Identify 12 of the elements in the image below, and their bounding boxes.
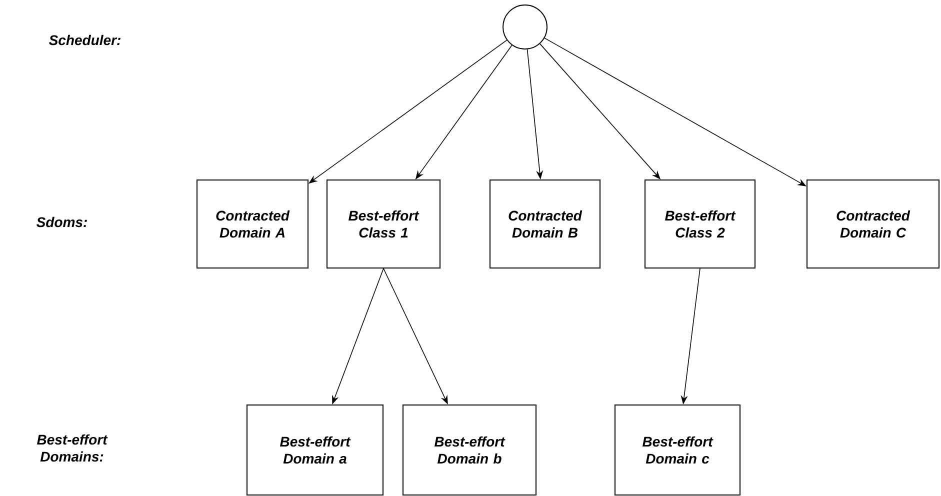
domain-box: Contracted Domain C	[806, 180, 940, 268]
domain-box: Best-effort Domain a	[246, 404, 384, 496]
row-label: Sdoms:	[36, 216, 87, 228]
domain-box: Best-effort Domain c	[614, 404, 740, 496]
domain-box: Contracted Domain B	[490, 180, 600, 268]
domain-box: Best-effort Class 2	[644, 180, 756, 268]
domain-box: Contracted Domain A	[196, 180, 308, 268]
domain-box: Best-effort Domain b	[402, 404, 536, 496]
scheduler-circle	[502, 4, 548, 50]
domain-box: Best-effort Class 1	[326, 180, 440, 268]
row-label: Scheduler:	[49, 34, 120, 46]
row-label: Best-effort Domains:	[37, 434, 108, 462]
